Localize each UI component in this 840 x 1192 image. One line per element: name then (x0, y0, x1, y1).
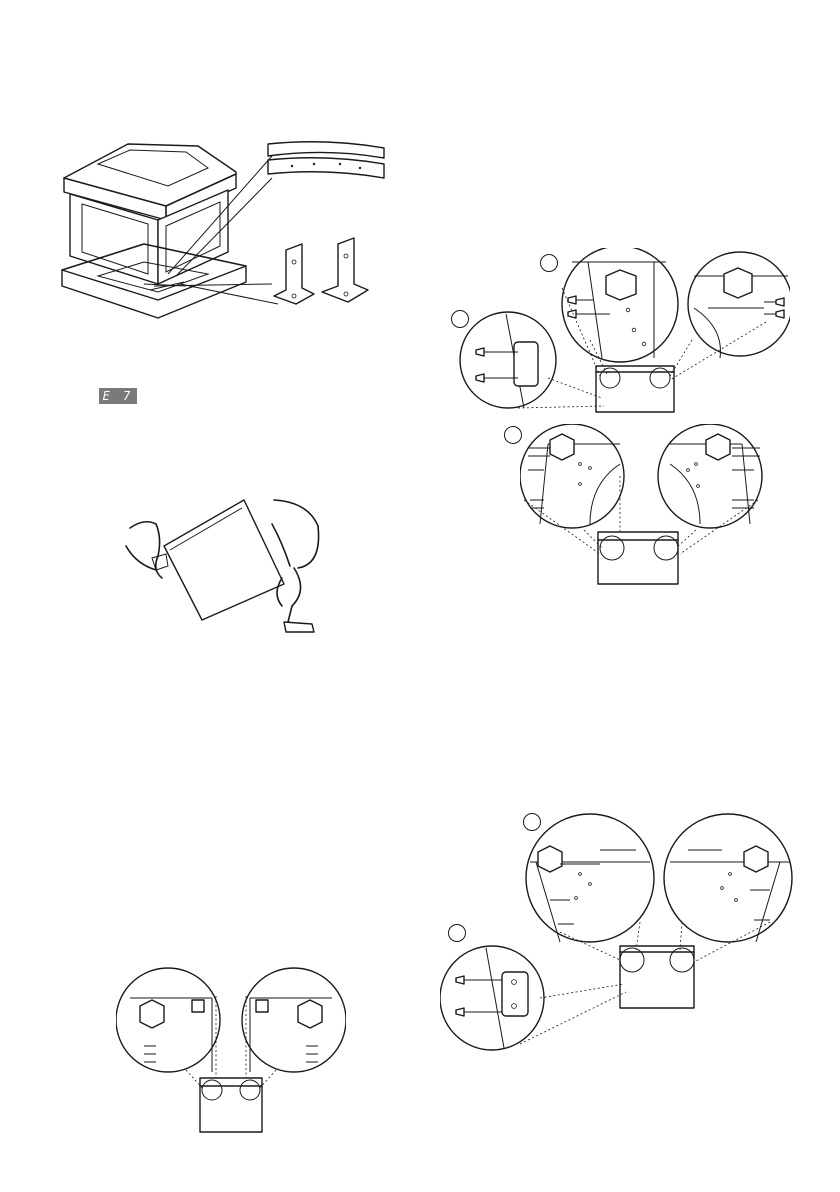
foot-plate-detail-diagram (520, 424, 770, 588)
bracket-screw-detail-diagram (458, 248, 790, 416)
error-code-display: E 7 (99, 388, 137, 404)
packaging-diagram (58, 134, 388, 334)
lifting-diagram (122, 494, 332, 640)
feet-corner-detail-diagram (116, 966, 346, 1136)
reattach-bracket-detail-diagram (440, 812, 800, 1062)
